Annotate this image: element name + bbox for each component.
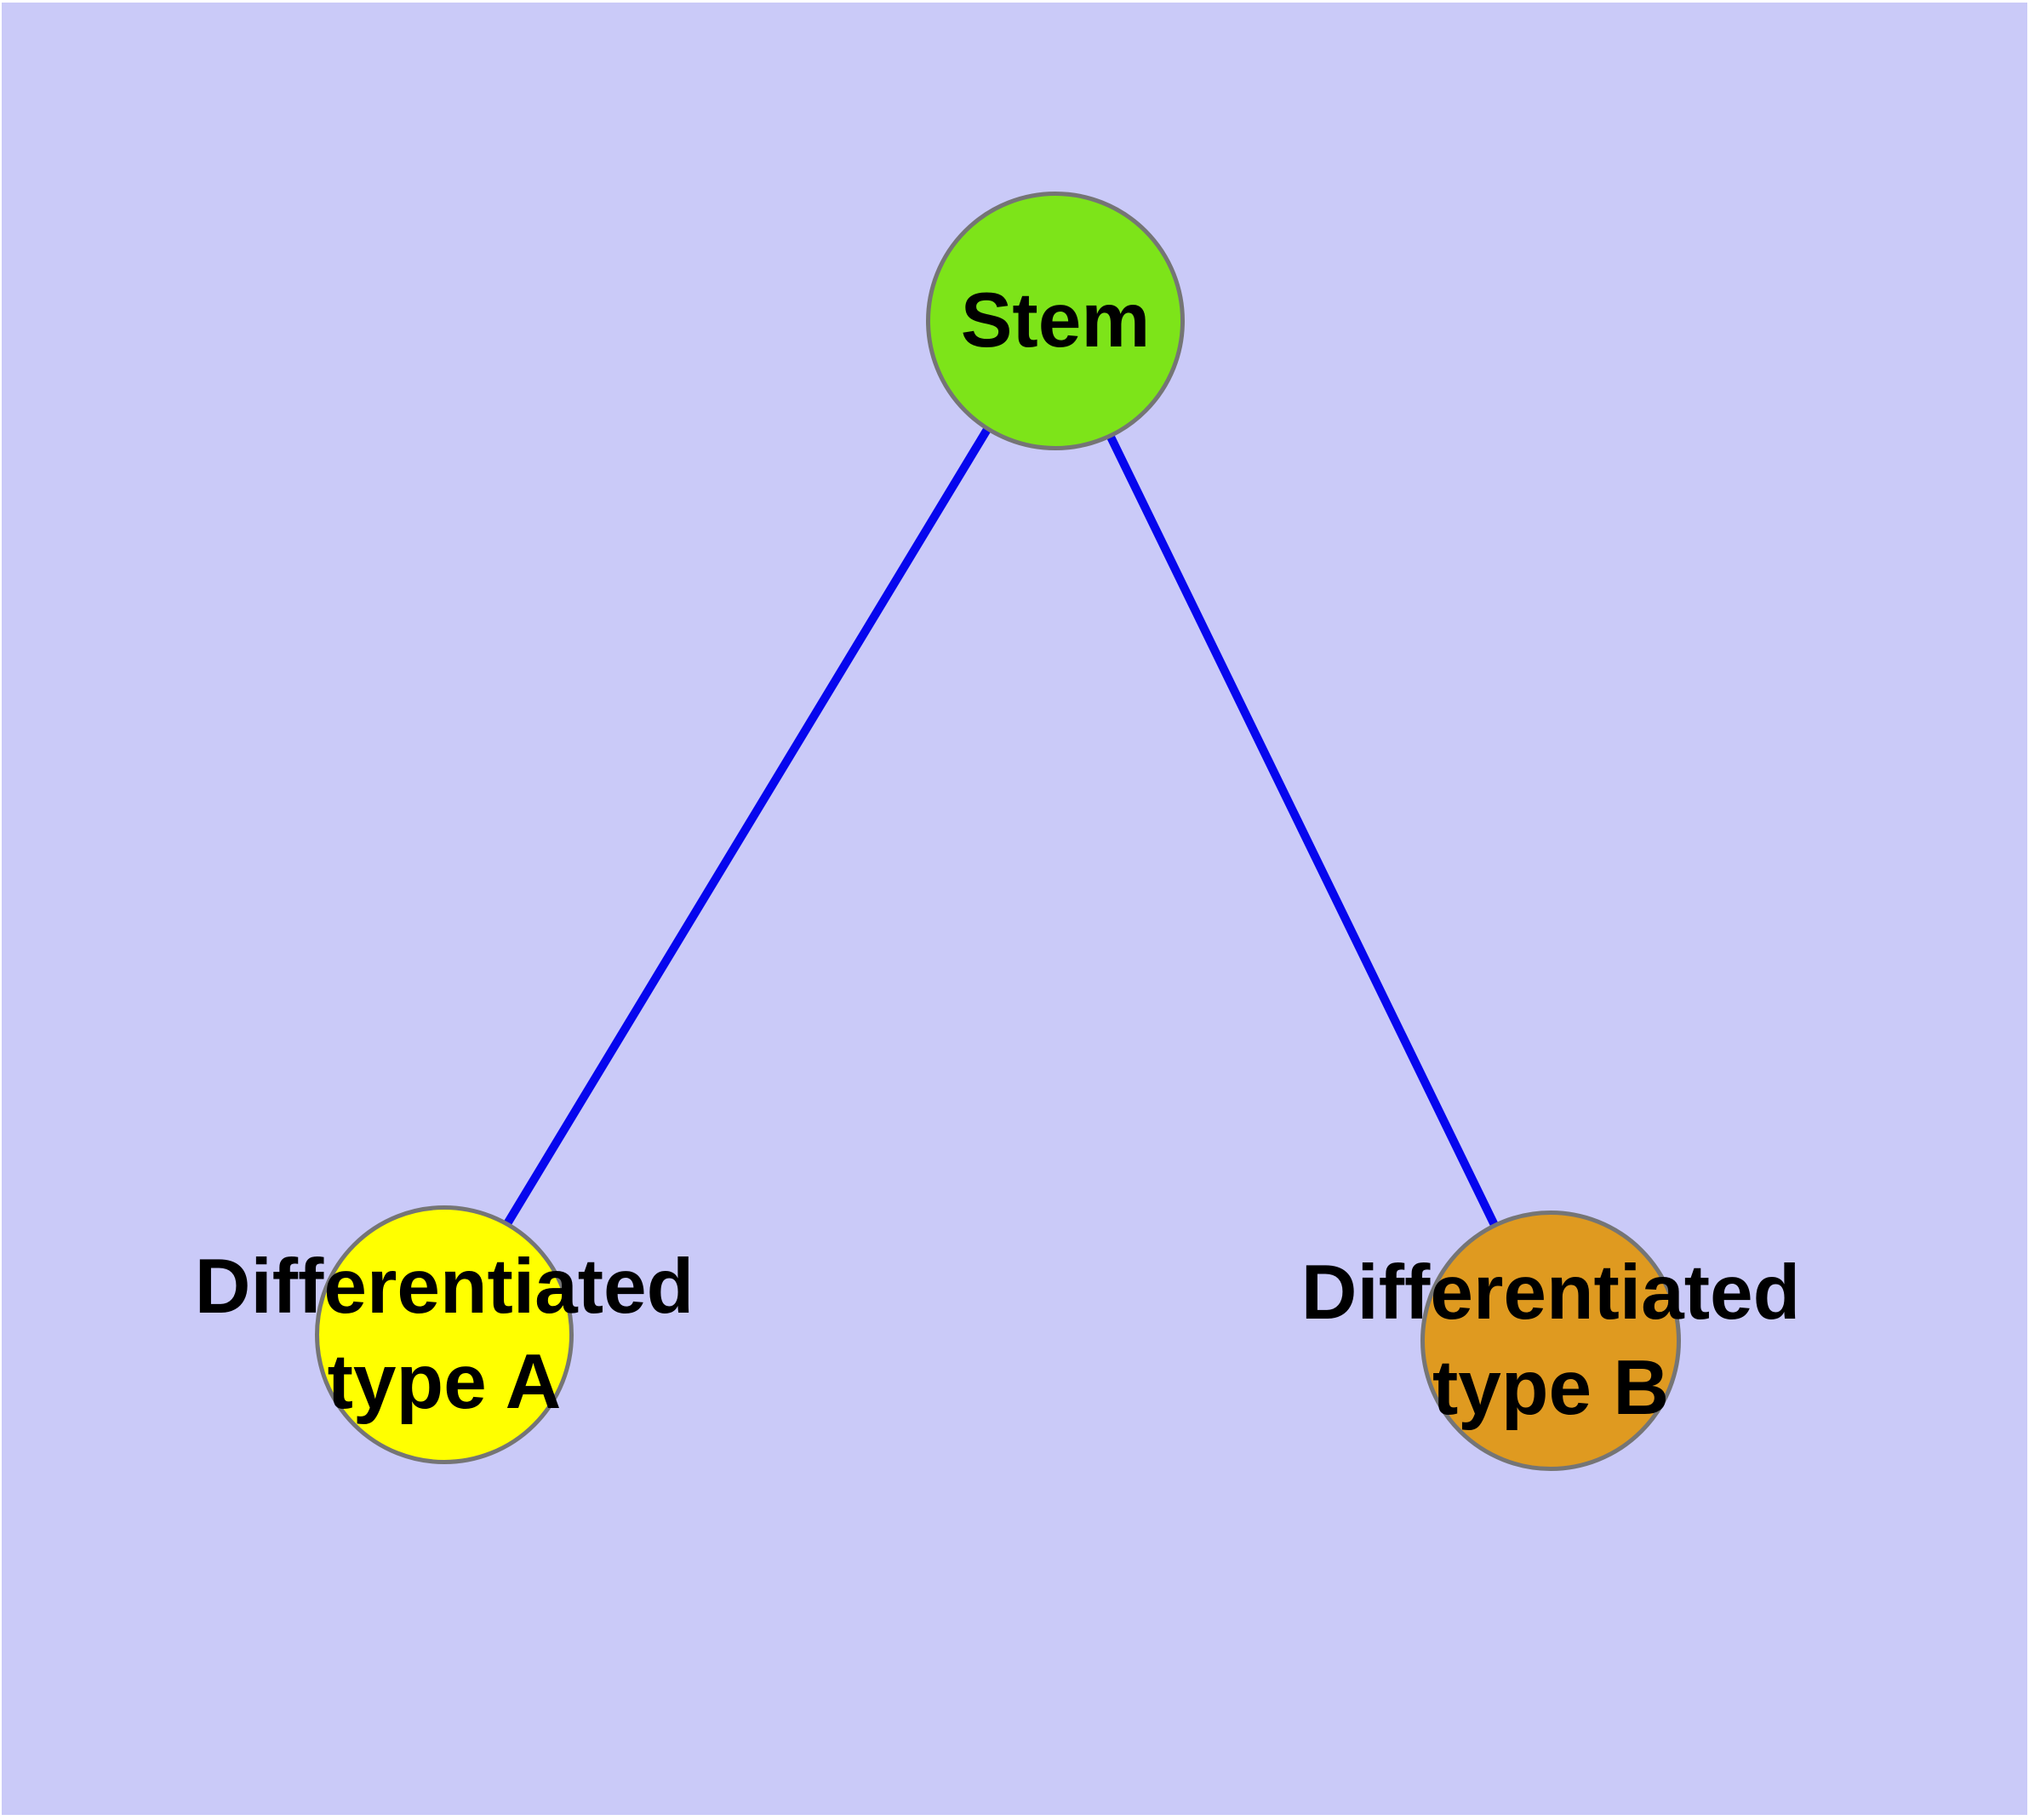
node-label-line: Differentiated (194, 1244, 694, 1330)
edges-layer (439, 317, 1552, 1337)
node-circle-differentiated-type-b (1420, 1210, 1681, 1471)
edge-line (1049, 318, 1552, 1337)
node-circle-stem (926, 192, 1185, 450)
node-circle-differentiated-type-a (315, 1205, 574, 1464)
node-label-line: Stem (960, 278, 1151, 363)
node-label-line: Differentiated (1300, 1250, 1801, 1336)
node-label-differentiated-type-a: Differentiated type A (195, 1239, 694, 1430)
node-label-line: type A (327, 1339, 562, 1425)
graph-canvas: Stem Differentiated type A Differentiate… (2, 3, 2027, 1815)
node-label-line: type B (1432, 1345, 1670, 1431)
edge-line (439, 317, 1058, 1331)
node-label-stem: Stem (961, 273, 1151, 369)
node-label-differentiated-type-b: Differentiated type B (1301, 1245, 1801, 1436)
